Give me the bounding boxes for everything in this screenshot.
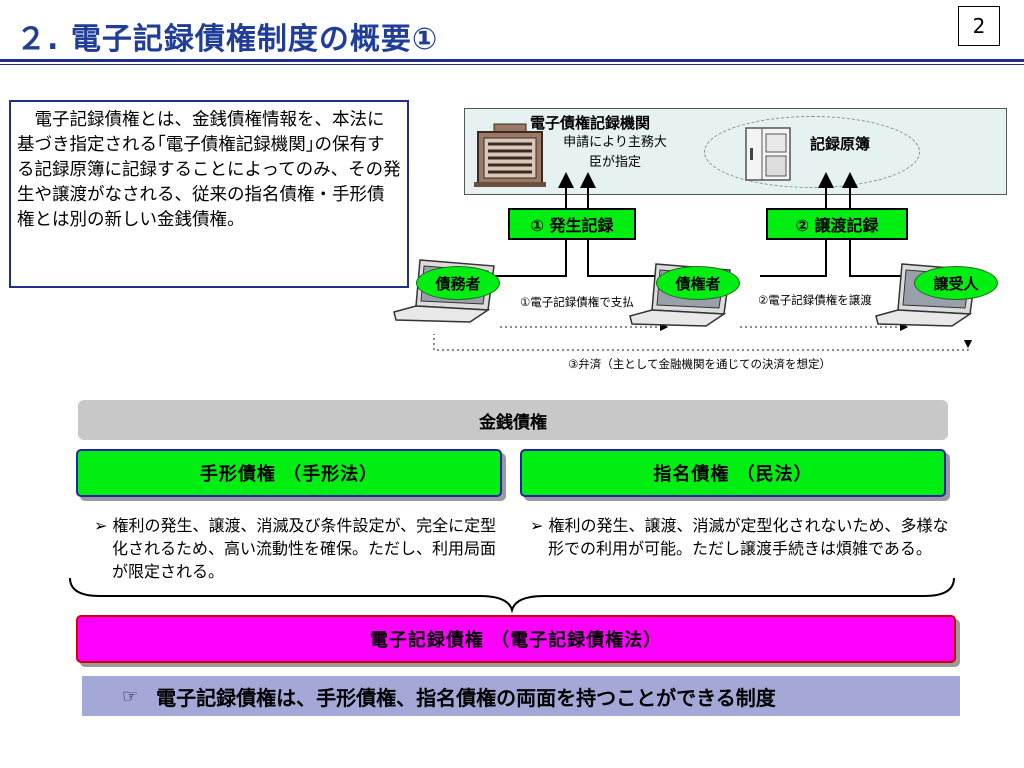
creditor-label: 債権者 [656, 266, 740, 300]
summary-text: 電子記録債権は、手形債権、指名債権の両面を持つことができる制度 [156, 685, 776, 710]
ledger-area [704, 116, 920, 188]
building-icon [474, 123, 546, 187]
bullet-arrow-icon: ➢ [94, 516, 113, 535]
bullet-arrow-icon: ➢ [530, 516, 549, 535]
nominative-claims-box: 指名債権 （民法） [520, 449, 946, 497]
transferee-label: 譲受人 [914, 266, 998, 300]
page-number: 2 [958, 6, 1000, 46]
debtor-label: 債務者 [416, 266, 500, 300]
ledger-label: 記録原簿 [810, 135, 871, 153]
agency-subtitle: 申請により主務大臣が指定 [563, 135, 667, 170]
agency-title: 電子債権記録機関 [530, 114, 651, 132]
title-rule [0, 59, 1024, 62]
transfer-record-box: ② 譲渡記録 [766, 208, 908, 240]
definition-box: 電子記録債権とは、金銭債権情報を、本法に基づき指定される｢電子債権記録機関｣の保… [9, 100, 409, 288]
transfer-note: ②電子記録債権を譲渡 [758, 293, 872, 307]
issue-record-box: ① 発生記録 [508, 208, 636, 240]
bill-claims-description: ➢ 権利の発生、譲渡、消滅及び条件設定が、完全に定型化されるため、高い流動性を確… [94, 514, 498, 583]
bill-claims-box: 手形債権 （手形法） [76, 449, 502, 497]
electronic-claims-box: 電子記録債権 （電子記録債権法） [76, 615, 956, 663]
nominative-claims-description: ➢ 権利の発生、譲渡、消滅が定型化されないため、多様な形での利用が可能。ただし譲… [530, 514, 960, 560]
bill-desc-text: 権利の発生、譲渡、消滅及び条件設定が、完全に定型化されるため、高い流動性を確保。… [112, 516, 497, 581]
settlement-note: ③弁済（主として金融機関を通じての決済を想定） [568, 357, 831, 371]
title-rule-thin [0, 64, 1024, 65]
curly-brace [69, 577, 955, 614]
monetary-claims-bar: 金銭債権 [78, 400, 948, 440]
nominative-desc-text: 権利の発生、譲渡、消滅が定型化されないため、多様な形での利用が可能。ただし譲渡手… [548, 516, 949, 558]
page-title: ２. 電子記録債権制度の概要① [16, 22, 439, 57]
pointing-hand-icon: ☞ [122, 685, 139, 707]
cabinet-icon [745, 127, 791, 181]
payment-note: ①電子記録債権で支払 [520, 295, 634, 309]
summary-banner: ☞ 電子記録債権は、手形債権、指名債権の両面を持つことができる制度 [82, 676, 960, 716]
